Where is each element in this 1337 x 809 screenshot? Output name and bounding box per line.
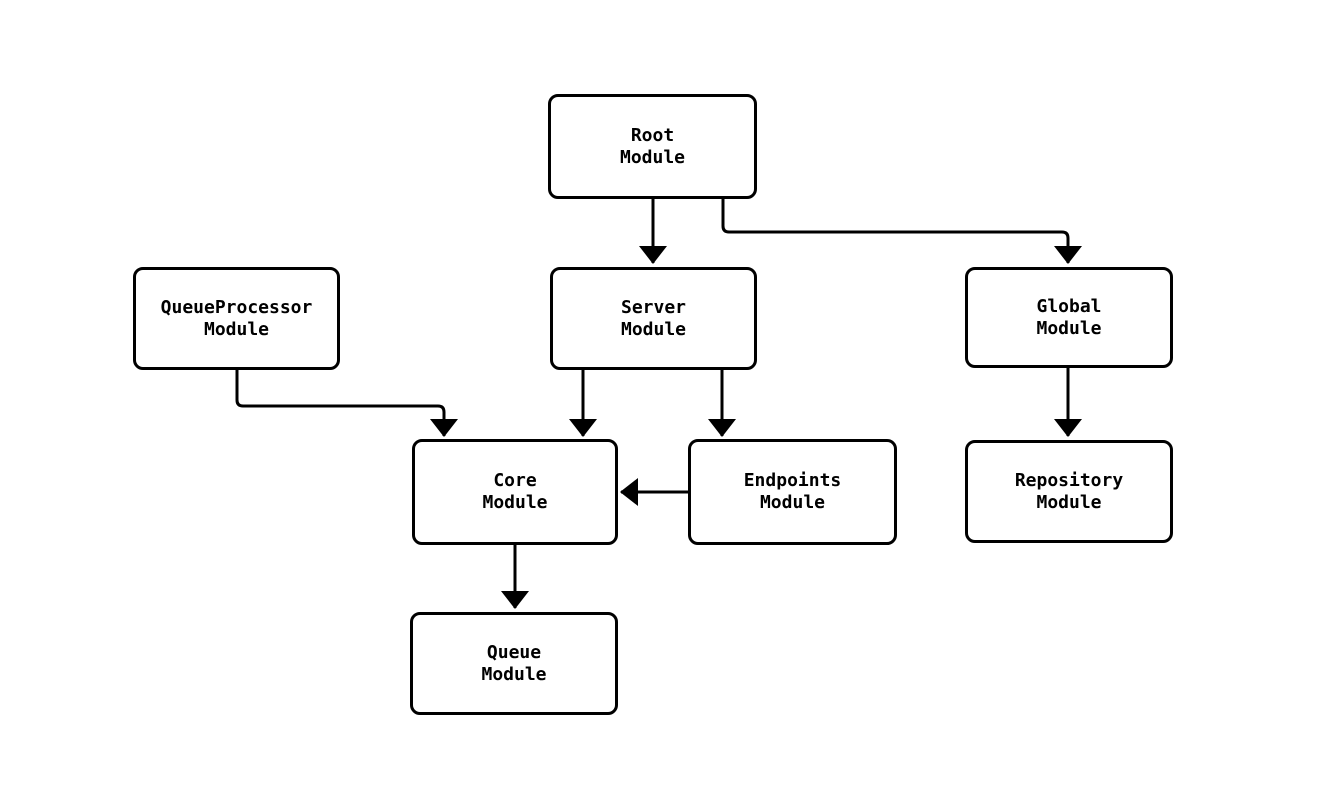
node-endpoints-module: Endpoints Module <box>688 439 897 545</box>
node-repository-module: Repository Module <box>965 440 1173 543</box>
node-core-module: Core Module <box>412 439 618 545</box>
edge-root-to-global <box>721 199 1082 264</box>
node-queueprocessor-module: QueueProcessor Module <box>133 267 340 370</box>
node-root-module: Root Module <box>548 94 757 199</box>
node-global-module: Global Module <box>965 267 1173 368</box>
node-server-module: Server Module <box>550 267 757 370</box>
node-queue-module: Queue Module <box>410 612 618 715</box>
edge-queueprocessor-to-core <box>235 370 458 437</box>
